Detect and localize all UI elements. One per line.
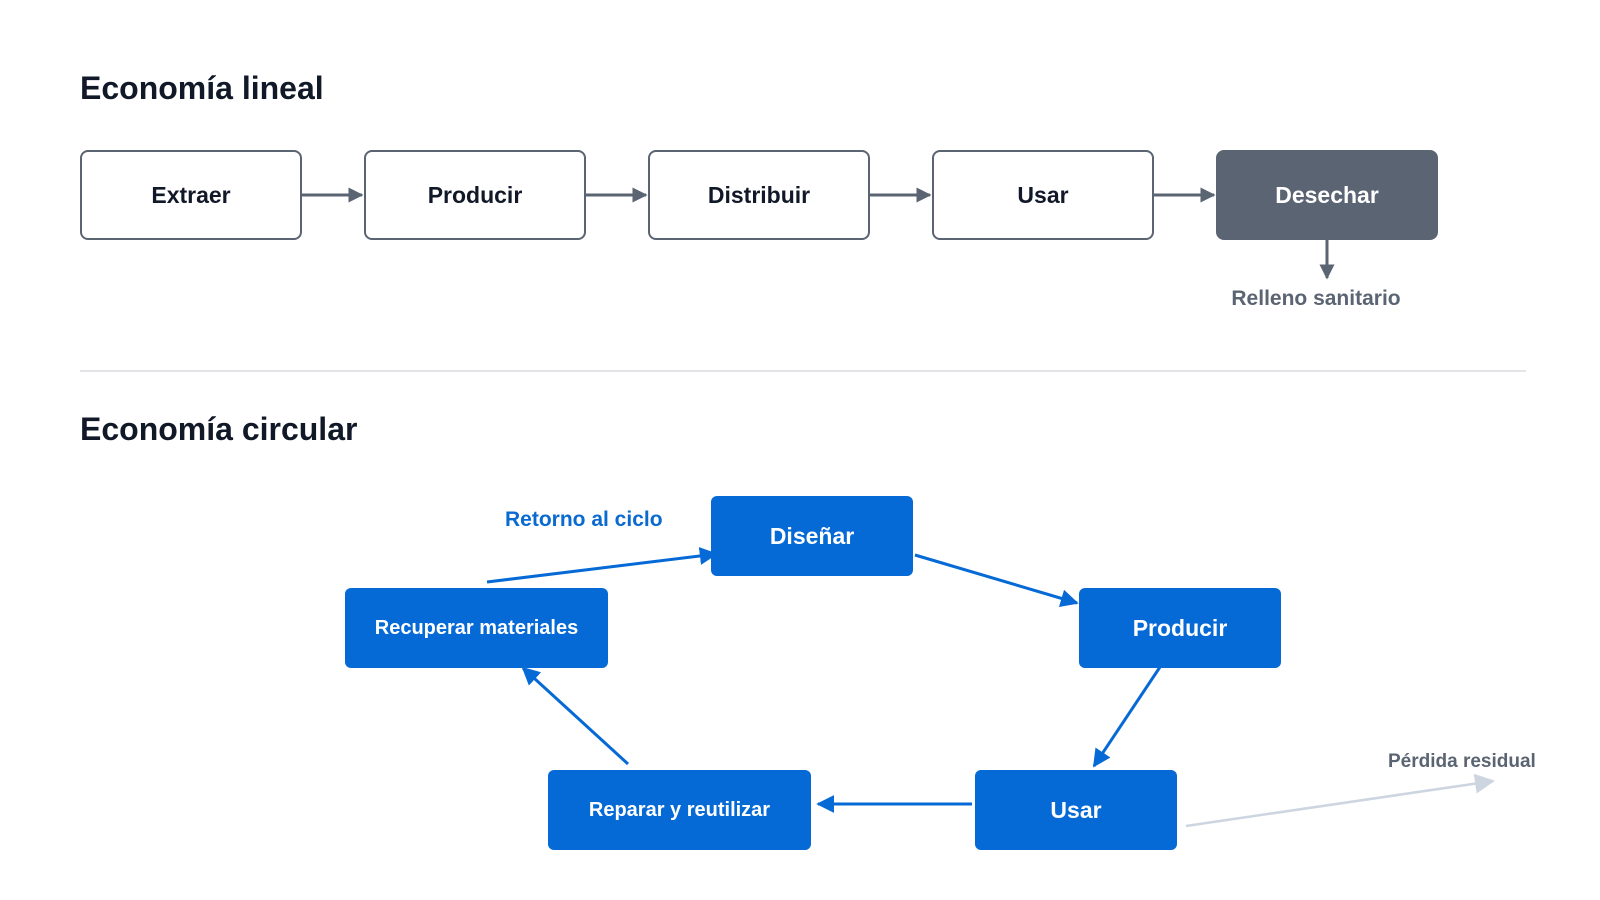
circular-node-recover-materials: Recuperar materiales — [345, 588, 608, 668]
arrow-residual-loss — [1185, 773, 1495, 828]
circular-node-produce: Producir — [1079, 588, 1281, 668]
residual-loss-label: Pérdida residual — [1388, 751, 1536, 772]
arrow-repair-to-recover — [521, 666, 630, 766]
circular-node-use: Usar — [975, 770, 1177, 850]
section-divider — [80, 370, 1526, 372]
return-to-cycle-label: Retorno al ciclo — [505, 508, 663, 531]
linear-economy-title: Economía lineal — [80, 70, 324, 106]
circular-node-design: Diseñar — [711, 496, 913, 576]
linear-step-extract: Extraer — [80, 150, 302, 240]
arrow-design-to-produce — [914, 553, 1079, 608]
linear-step-dispose: Desechar — [1216, 150, 1438, 240]
linear-step-use: Usar — [932, 150, 1154, 240]
arrow-produce-to-use — [1092, 666, 1162, 768]
arrow-recover-to-design — [486, 547, 718, 584]
circular-economy-title: Economía circular — [80, 411, 358, 447]
landfill-label: Relleno sanitario — [1231, 287, 1401, 310]
circular-node-repair-reuse: Reparar y reutilizar — [548, 770, 811, 850]
linear-step-produce: Producir — [364, 150, 586, 240]
linear-step-distribute: Distribuir — [648, 150, 870, 240]
